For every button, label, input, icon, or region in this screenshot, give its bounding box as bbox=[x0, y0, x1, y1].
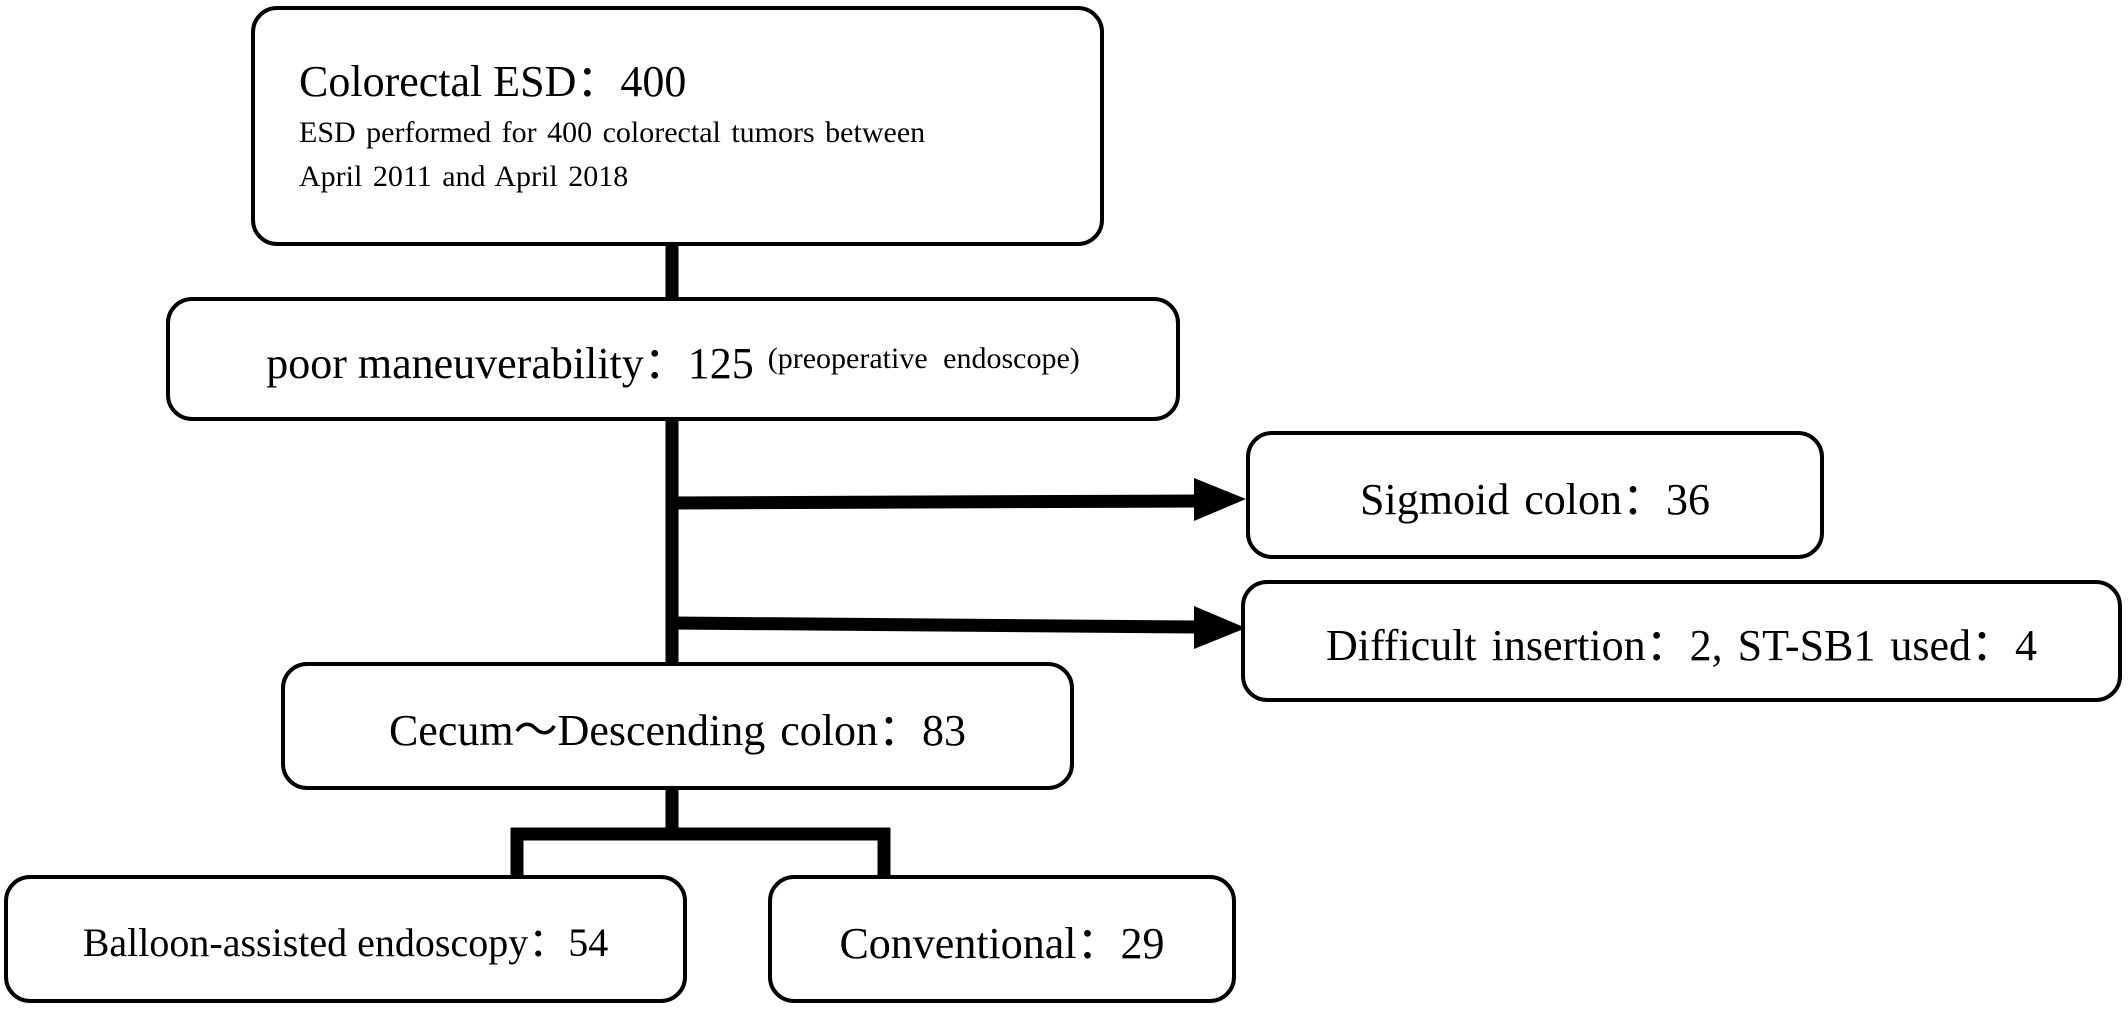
node-conventional-label: Conventional：29 bbox=[839, 919, 1165, 968]
connector-branch-difficult bbox=[671, 616, 1197, 634]
node-conventional: Conventional：29 bbox=[768, 875, 1236, 1003]
node-cecum-descending-colon-label: Cecum～Descending colon：83 bbox=[388, 706, 967, 755]
node-sigmoid-colon-label: Sigmoid colon：36 bbox=[1360, 475, 1710, 524]
arrowhead-sigmoid bbox=[1194, 478, 1246, 521]
node-colorectal-esd-title: Colorectal ESD：400 bbox=[299, 57, 687, 106]
node-difficult-insertion: Difficult insertion：2, ST-SB1 used：4 bbox=[1241, 580, 2122, 702]
arrowhead-difficult bbox=[1194, 606, 1246, 649]
node-poor-maneuverability: poor maneuverability：125 (preoperative e… bbox=[166, 297, 1180, 421]
node-colorectal-esd-desc-line2: April 2011 and April 2018 bbox=[299, 160, 629, 193]
node-cecum-descending-colon: Cecum～Descending colon：83 bbox=[281, 662, 1074, 790]
node-colorectal-esd: Colorectal ESD：400 ESD performed for 400… bbox=[251, 6, 1104, 246]
node-sigmoid-colon: Sigmoid colon：36 bbox=[1246, 431, 1824, 559]
node-poor-maneuverability-label: poor maneuverability：125 bbox=[266, 339, 754, 388]
node-balloon-assisted-endoscopy: Balloon-assisted endoscopy：54 bbox=[4, 875, 687, 1003]
node-poor-maneuverability-note: (preoperative endoscope) bbox=[767, 342, 1080, 375]
node-balloon-assisted-endoscopy-label: Balloon-assisted endoscopy：54 bbox=[82, 920, 609, 965]
node-difficult-insertion-label: Difficult insertion：2, ST-SB1 used：4 bbox=[1325, 621, 2038, 670]
connector-branch-sigmoid bbox=[671, 494, 1197, 510]
node-colorectal-esd-desc-line1: ESD performed for 400 colorectal tumors … bbox=[299, 116, 926, 149]
